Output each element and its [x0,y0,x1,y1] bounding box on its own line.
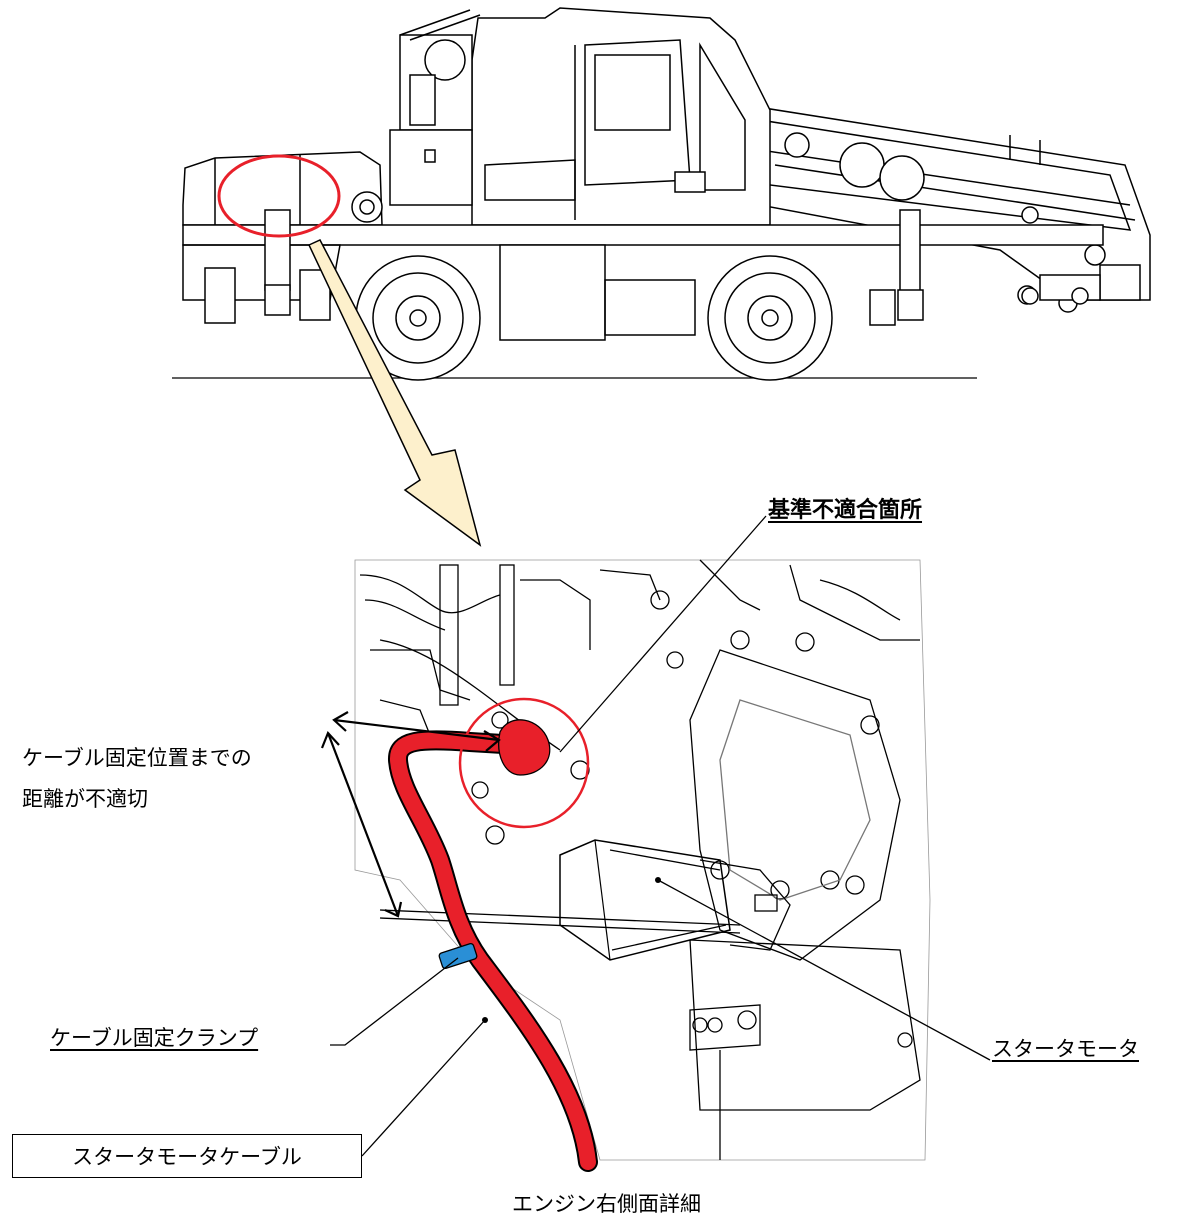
starter-motor-body [559,839,791,961]
cable-leader-dot [482,1017,488,1023]
leader-lines [330,515,991,1157]
noncompliant-highlight-circle [458,697,590,829]
crane-winch-housing [389,9,481,206]
figure-caption: エンジン右側面詳細 [512,1192,701,1216]
starter-motor-cable-fill [390,732,596,1170]
engine-detail [354,559,931,1161]
engine-highlight-circle [217,154,341,238]
distance-note-line2: 距離が不適切 [22,787,148,811]
noncompliant-location-label: 基準不適合箇所 [768,498,923,523]
crane-chassis [182,209,1104,341]
starter-terminal-cap [498,719,551,776]
starter-motor-cable-label: スタータモータケーブル [12,1134,362,1178]
front-wheel [355,255,481,381]
cable-clamp-label: ケーブル固定クランプ [50,1026,259,1050]
crane-cabin [471,7,771,226]
starter-motor-label: スタータモータ [992,1037,1139,1061]
crane-side-view [172,7,1151,381]
crane-hook [1021,274,1101,305]
zoom-arrow [307,239,482,547]
starter-leader-dot [655,877,661,883]
cable-clamp-icon [438,942,478,970]
rear-wheel [707,255,833,381]
starter-motor-cable [388,730,598,1172]
distance-note-line1: ケーブル固定位置までの [22,746,252,770]
distance-arrows [320,711,501,918]
